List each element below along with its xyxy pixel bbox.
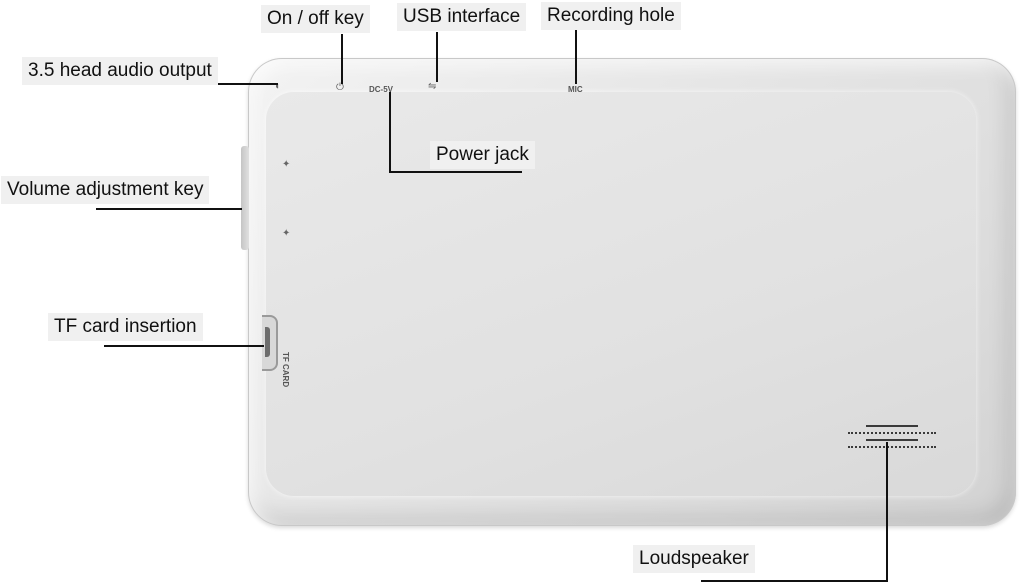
label-recording-hole: Recording hole	[541, 2, 681, 30]
leader-recording	[575, 30, 577, 84]
headphone-jack-icon: ◖	[274, 81, 281, 92]
leader-on-off	[341, 34, 343, 84]
label-audio-output: 3.5 head audio output	[22, 57, 218, 85]
label-on-off-key: On / off key	[261, 5, 370, 33]
tablet-back-surface	[266, 92, 976, 496]
leader-loudspeaker-horizontal	[701, 580, 888, 582]
volume-down-icon: ✦	[282, 228, 291, 239]
leader-power-horizontal	[389, 171, 522, 173]
label-power-jack: Power jack	[430, 141, 535, 169]
grille-row	[866, 439, 918, 443]
leader-volume	[96, 208, 242, 210]
tablet-back-panel	[248, 58, 1016, 526]
tf-card-mark: TF CARD	[281, 352, 290, 388]
grille-row	[848, 446, 936, 450]
dc-in-mark: DC-5V	[369, 85, 394, 94]
grille-row	[848, 432, 936, 436]
loudspeaker-grille	[848, 422, 936, 450]
label-volume-key: Volume adjustment key	[1, 176, 210, 204]
power-icon: ⏻	[336, 82, 344, 93]
leader-power-vertical	[389, 92, 391, 172]
label-loudspeaker: Loudspeaker	[633, 545, 755, 573]
label-usb-interface: USB interface	[397, 3, 527, 31]
leader-tf-card	[104, 345, 264, 347]
usb-icon: ⇋	[428, 81, 437, 92]
leader-loudspeaker-vertical	[886, 442, 888, 582]
mic-mark: MIC	[568, 85, 583, 94]
tf-card-slot-opening	[265, 327, 270, 357]
label-tf-card: TF card insertion	[48, 313, 203, 341]
tf-card-slot	[262, 315, 278, 371]
grille-row	[866, 425, 918, 429]
volume-rocker	[241, 146, 249, 250]
leader-usb	[436, 32, 438, 82]
volume-up-icon: ✦	[282, 159, 291, 170]
